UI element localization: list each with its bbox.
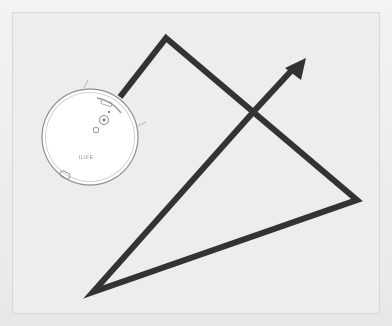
robot-brand-label: ILIFE <box>79 155 94 161</box>
robot-vacuum-icon: ILIFE <box>42 80 146 185</box>
cleaning-path-line <box>93 38 357 292</box>
